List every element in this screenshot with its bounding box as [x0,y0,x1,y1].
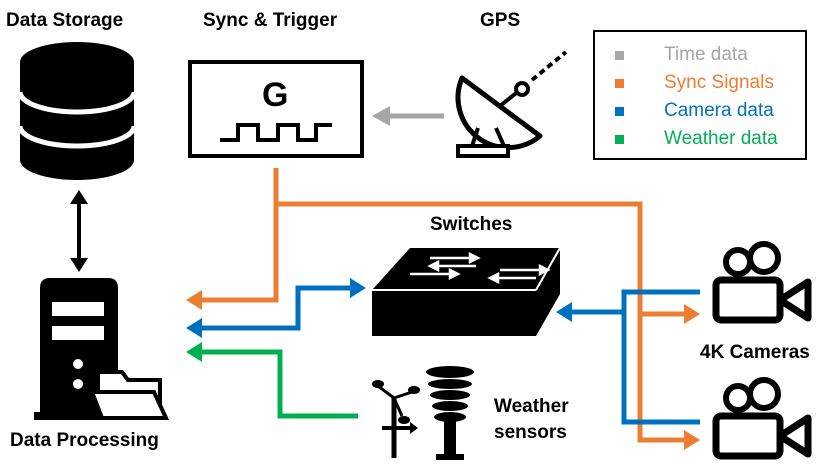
sync-box-symbol: G [262,76,289,114]
camera-data-paths [200,285,700,425]
video-camera-icon [712,241,812,324]
legend-item-sync: Sync Signals [615,72,774,94]
data-storage-label: Data Storage [6,10,124,31]
video-camera-icon [712,377,812,460]
sync-trigger-label: Sync & Trigger [203,10,338,31]
square-wave-icon [220,123,332,142]
sync-trigger-box [188,60,364,158]
cameras-label: 4K Cameras [700,342,810,363]
switches-label: Switches [430,214,513,235]
legend-label: Camera data [664,100,774,121]
storage-processing-link [70,190,88,272]
sync-signal-paths [200,168,686,443]
database-icon [17,42,137,180]
weather-sensors-label-line1: Weather [494,396,569,417]
legend: Time data Sync Signals Camera data Weath… [593,30,807,160]
weather-sensors-label-line2: sensors [494,422,567,443]
legend-item-camera: Camera data [615,100,774,122]
legend-label: Weather data [664,128,778,149]
folder-icon [89,370,170,420]
square-swatch-icon [615,78,624,88]
legend-label: Sync Signals [664,72,774,93]
weather-data-path [200,349,358,419]
satellite-dish-icon [455,50,568,158]
network-switch-icon [372,247,561,336]
square-swatch-icon [615,134,624,144]
time-data-arrow [372,106,444,126]
legend-item-weather: Weather data [615,128,778,150]
square-swatch-icon [615,50,624,60]
legend-item-time: Time data [615,44,748,66]
weather-station-icon [372,366,474,460]
gps-label: GPS [480,10,521,31]
legend-label: Time data [664,44,748,65]
data-processing-label: Data Processing [10,430,159,451]
square-swatch-icon [615,106,624,116]
